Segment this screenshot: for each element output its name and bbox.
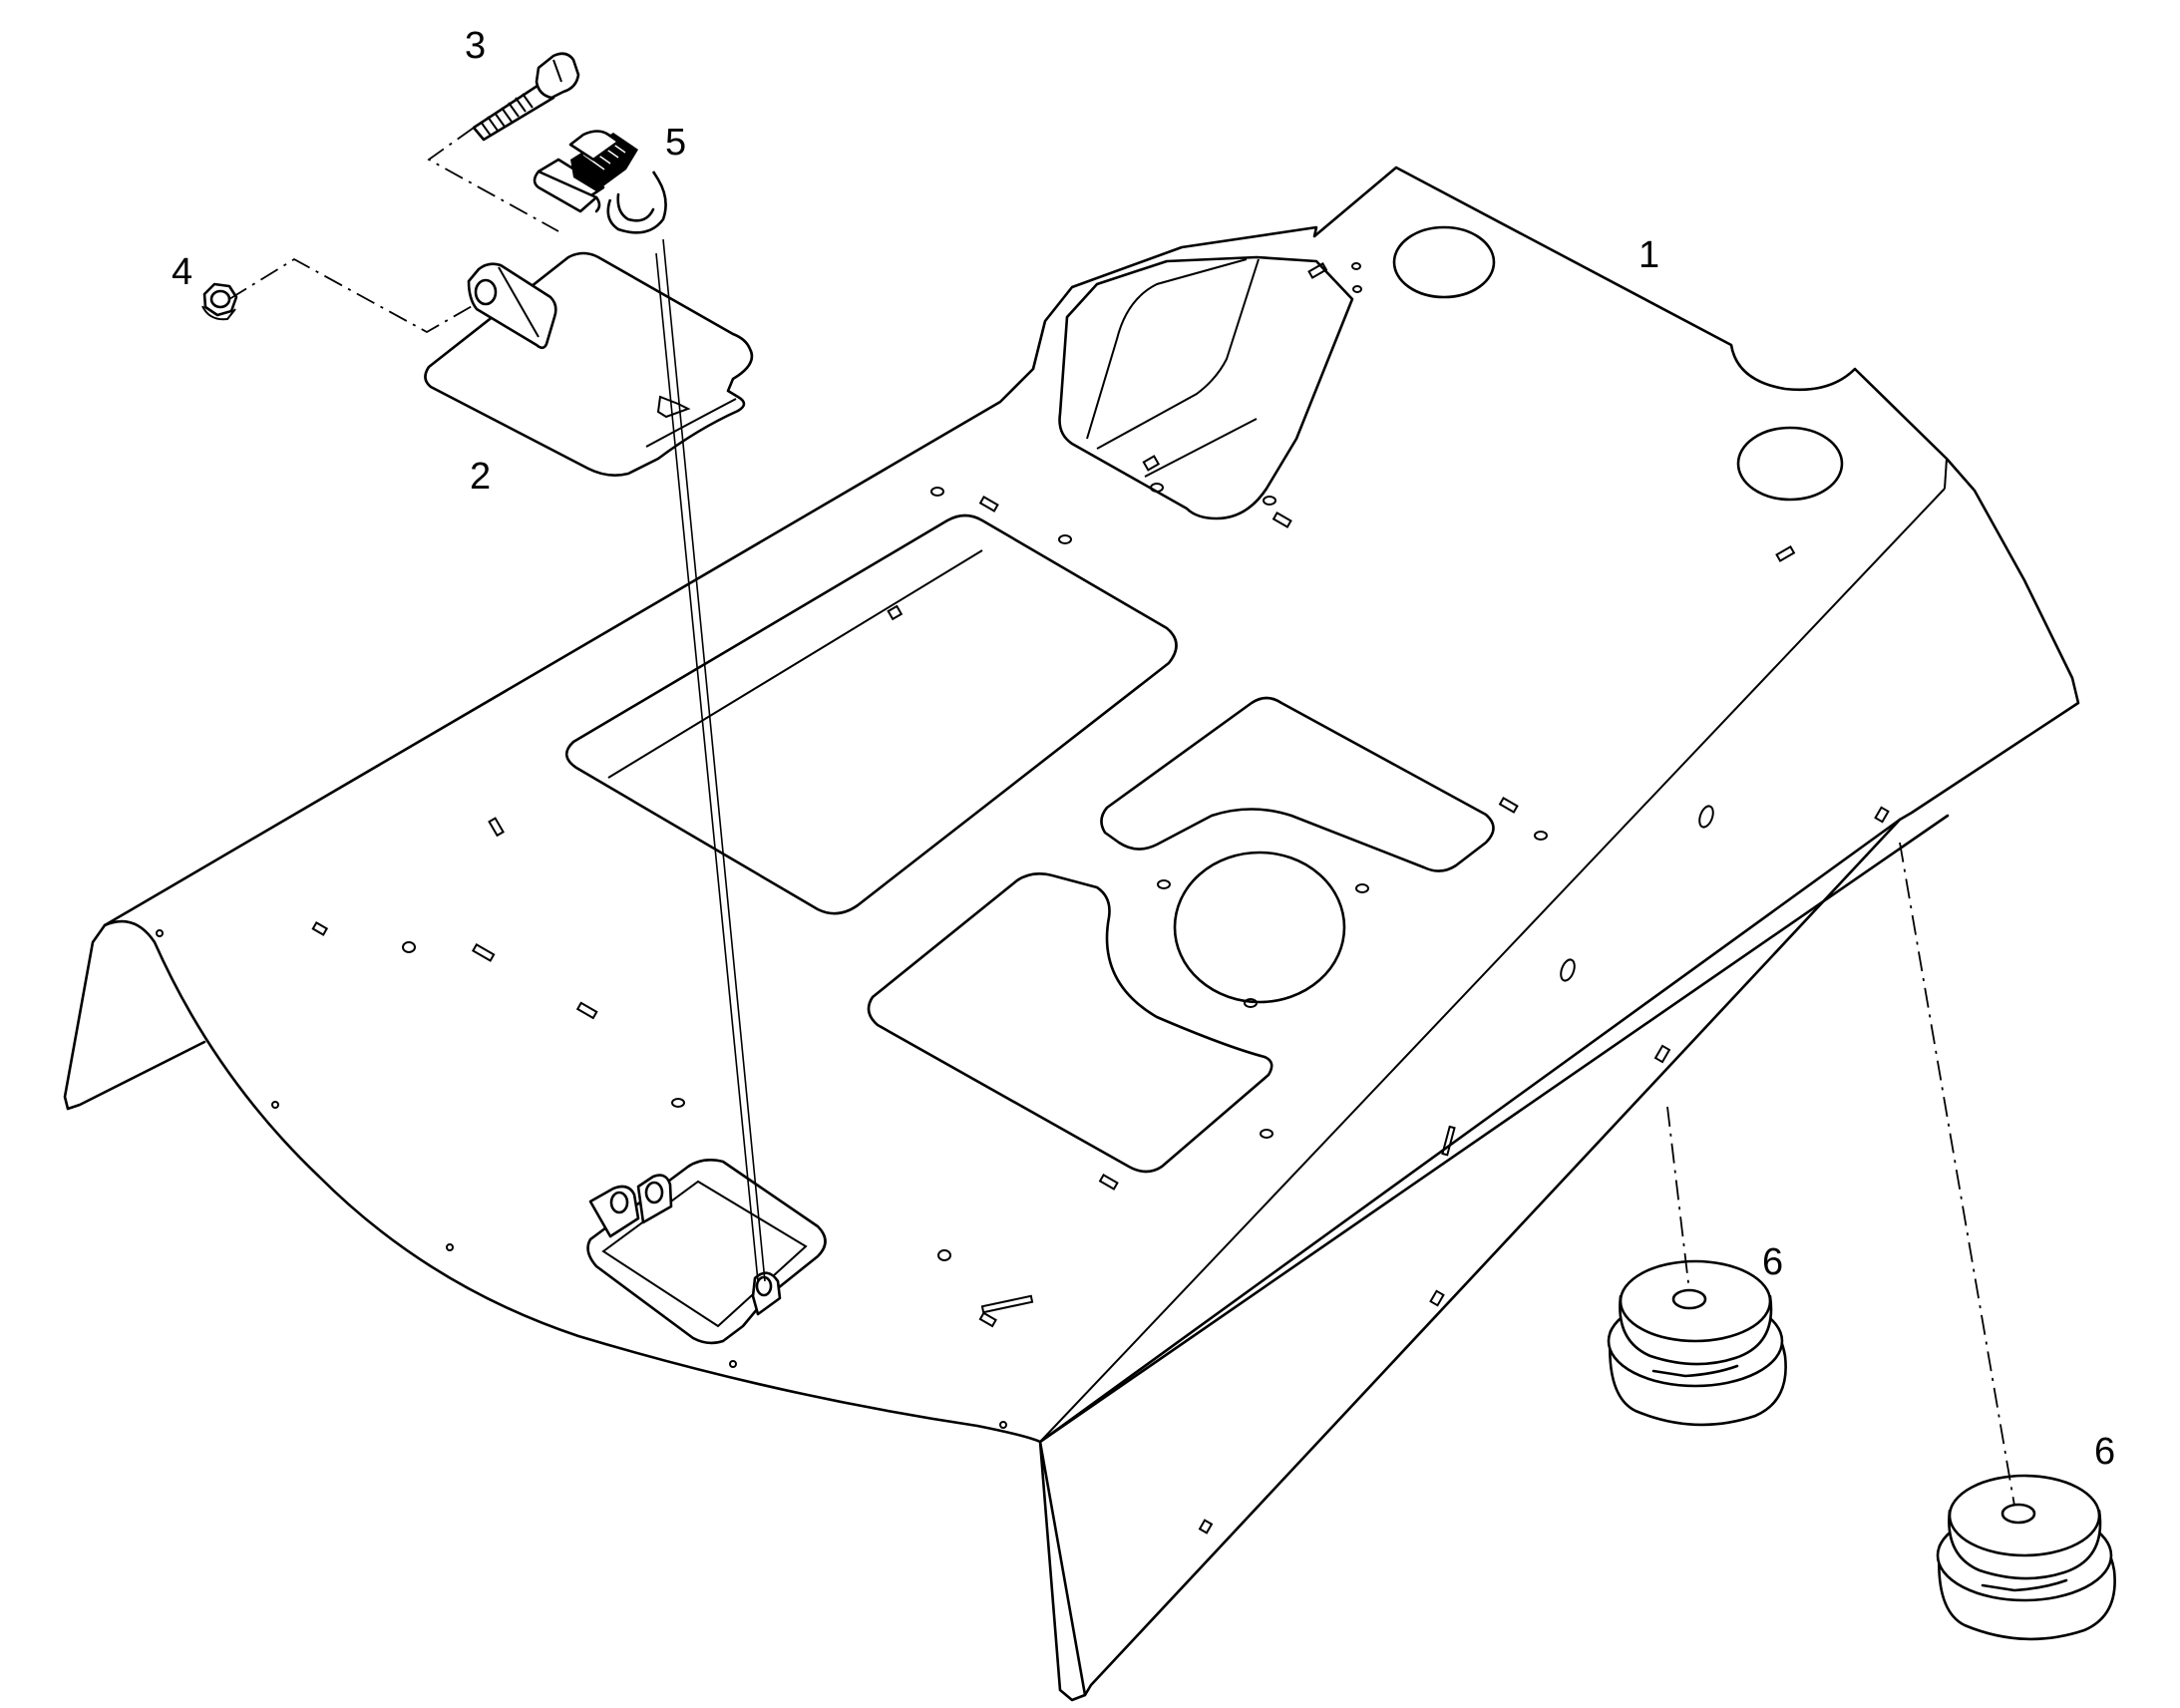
bolt	[472, 52, 580, 142]
assembly-lines	[228, 127, 2015, 1507]
callout-1: 1	[1638, 234, 1659, 276]
cover-plate	[424, 251, 754, 477]
callout-6b: 6	[2094, 1431, 2115, 1473]
isolator-mount-b	[1936, 1474, 2116, 1641]
callouts: 1 2 3 4 5 6 6	[172, 25, 2115, 1473]
nut	[201, 282, 238, 321]
panel-holes	[156, 262, 1890, 1535]
deck-panel	[63, 166, 2080, 1702]
callout-2: 2	[470, 456, 491, 498]
callout-4: 4	[172, 251, 192, 293]
callout-5: 5	[665, 122, 686, 164]
callout-6a: 6	[1762, 1241, 1783, 1283]
isolator-mount-a	[1607, 1259, 1787, 1427]
callout-3: 3	[465, 25, 486, 67]
latch	[533, 130, 667, 234]
